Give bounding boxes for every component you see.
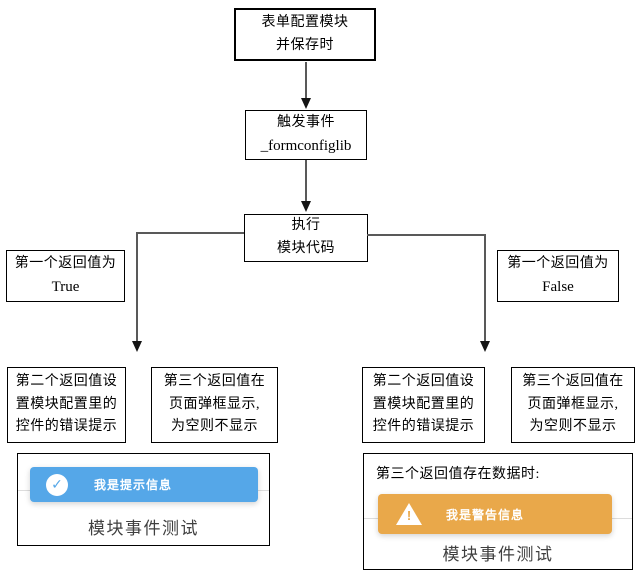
- connector-right-vertical: [484, 234, 486, 341]
- right-second-return-line1: 第二个返回值设: [372, 373, 475, 389]
- flow-node-start: 表单配置模块 并保存时: [234, 8, 376, 61]
- flow-node-start-line1: 表单配置模块: [261, 14, 349, 30]
- condition-true-line1: 第一个返回值为: [14, 255, 117, 271]
- right-third-return-line3: 为空则不显示: [529, 419, 617, 435]
- condition-false-line1: 第一个返回值为: [507, 255, 609, 271]
- demo-success-panel: ✓ 我是提示信息 模块事件测试: [17, 453, 270, 546]
- right-third-return-line1: 第三个返回值在: [522, 373, 624, 389]
- warning-toast: ! 我是警告信息: [378, 494, 612, 534]
- demo-success-caption: 模块事件测试: [88, 519, 199, 538]
- left-third-return-line2: 页面弹框显示,: [169, 396, 260, 412]
- flow-node-condition-true: 第一个返回值为 True: [6, 250, 125, 302]
- connector-left-horizontal: [136, 232, 244, 234]
- left-second-return-line1: 第二个返回值设: [15, 373, 118, 389]
- warning-icon: !: [396, 503, 422, 525]
- left-second-return-line3: 控件的错误提示: [15, 419, 118, 435]
- flow-node-execute-line1: 执行: [291, 218, 321, 234]
- connector-left-vertical: [136, 232, 138, 341]
- condition-true-line2: True: [51, 279, 80, 296]
- success-toast: ✓ 我是提示信息: [30, 467, 258, 502]
- flow-node-trigger-line2: _formconfiglib: [260, 138, 352, 155]
- flow-node-start-line2: 并保存时: [276, 37, 334, 53]
- right-second-return-line2: 置模块配置里的: [372, 396, 475, 412]
- arrowhead-left-branch: [132, 341, 142, 352]
- demo-warning-caption: 模块事件测试: [442, 545, 554, 564]
- flow-node-execute-line2: 模块代码: [277, 241, 335, 256]
- connector-start-trigger: [305, 62, 307, 99]
- left-second-return-line2: 置模块配置里的: [15, 396, 118, 412]
- flow-node-left-third-return: 第三个返回值在 页面弹框显示, 为空则不显示: [151, 367, 278, 443]
- success-toast-message: 我是提示信息: [94, 478, 173, 492]
- flow-node-right-second-return: 第二个返回值设 置模块配置里的 控件的错误提示: [362, 367, 485, 443]
- right-third-return-line2: 页面弹框显示,: [527, 396, 619, 412]
- demo-warning-note: 第三个返回值存在数据时:: [376, 467, 540, 482]
- flow-node-right-third-return: 第三个返回值在 页面弹框显示, 为空则不显示: [511, 367, 635, 443]
- right-second-return-line3: 控件的错误提示: [372, 419, 475, 435]
- left-third-return-line3: 为空则不显示: [171, 419, 258, 435]
- left-third-return-line1: 第三个返回值在: [163, 373, 266, 389]
- connector-trigger-execute: [305, 160, 307, 202]
- check-icon: ✓: [46, 473, 68, 496]
- warning-toast-message: 我是警告信息: [446, 507, 525, 522]
- connector-right-horizontal: [367, 234, 486, 236]
- condition-false-line2: False: [542, 279, 574, 296]
- flow-node-execute: 执行 模块代码: [244, 214, 368, 262]
- arrowhead-right-branch: [480, 341, 490, 352]
- flow-node-condition-false: 第一个返回值为 False: [497, 250, 619, 302]
- flow-node-trigger-line1: 触发事件: [277, 114, 335, 130]
- flow-node-trigger: 触发事件 _formconfiglib: [245, 110, 367, 160]
- warning-icon-glyph: !: [406, 507, 412, 523]
- arrowhead-start-trigger: [301, 98, 311, 109]
- flow-node-left-second-return: 第二个返回值设 置模块配置里的 控件的错误提示: [7, 367, 126, 443]
- demo-warning-panel: 第三个返回值存在数据时: ! 我是警告信息 模块事件测试: [363, 453, 633, 570]
- arrowhead-trigger-execute: [301, 201, 311, 212]
